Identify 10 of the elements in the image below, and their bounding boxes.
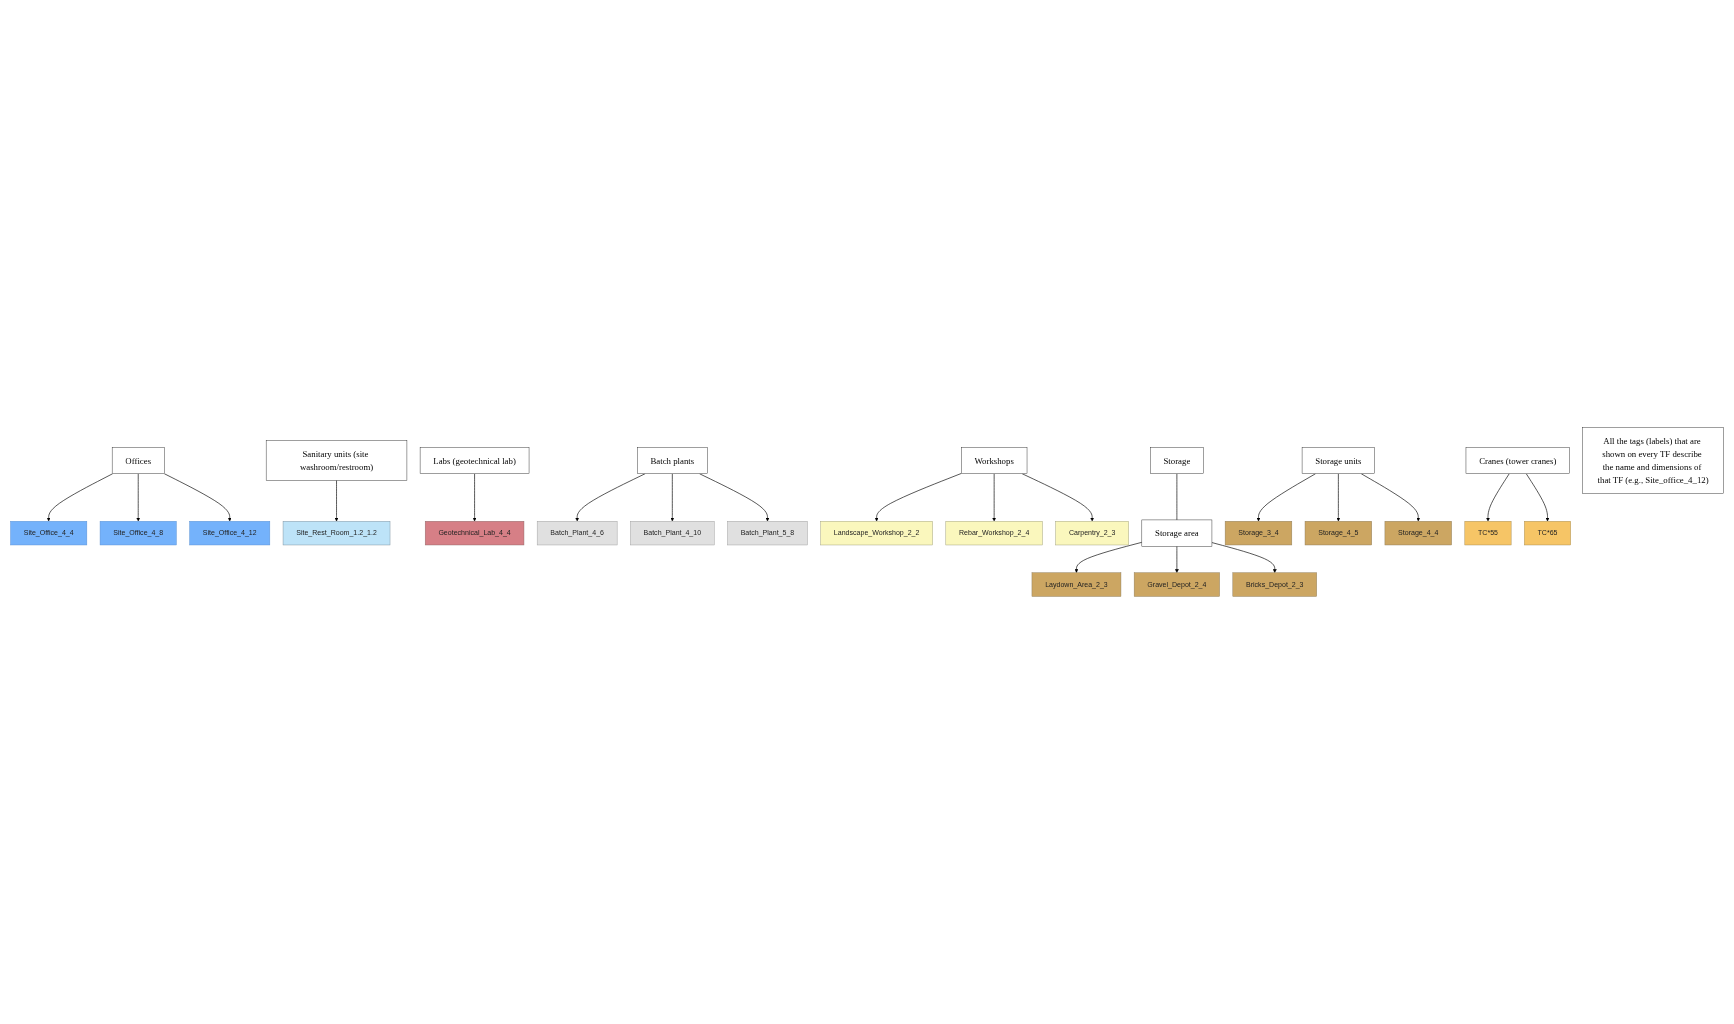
node-box: Cranes (tower cranes)	[1465, 447, 1570, 474]
node-box: All the tags (labels) that are shown on every TF describe the name and dimensions of that TF (e.g., Site_office_4_12)	[1582, 427, 1724, 494]
node-box: Storage area	[1141, 519, 1213, 547]
node-box: Storage	[1150, 447, 1204, 474]
node-box: Offices	[111, 447, 165, 474]
node-box: Labs (geotechnical lab)	[419, 447, 530, 474]
node-box: Workshops	[961, 447, 1028, 474]
node-box: Sanitary units (site washroom/restroom)	[265, 440, 408, 481]
node-box: Storage units	[1301, 447, 1375, 474]
node-box: Batch plants	[637, 447, 708, 474]
